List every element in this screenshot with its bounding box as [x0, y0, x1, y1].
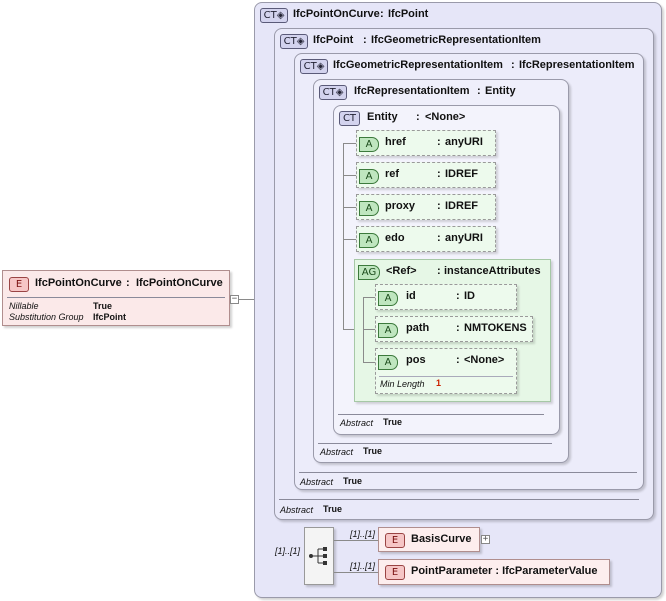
attribute-type: NMTOKENS	[464, 322, 527, 334]
type-base: <None>	[425, 111, 466, 123]
element-basiscurve[interactable]: E BasisCurve	[378, 527, 480, 552]
abstract-label: Abstract	[320, 447, 354, 457]
abstract-label: Abstract	[300, 477, 334, 487]
abstract-value: True	[383, 417, 403, 427]
attribute-proxy[interactable]: A proxy : IDREF	[356, 194, 496, 220]
type-base: IfcGeometricRepresentationItem	[371, 34, 541, 46]
complex-type-badge: CT◈	[300, 59, 328, 74]
substitution-group-value: IfcPoint	[93, 312, 126, 322]
complex-type-badge: CT◈	[319, 85, 347, 100]
abstract-label: Abstract	[280, 505, 314, 515]
substitution-group-label: Substitution Group	[9, 312, 84, 322]
attribute-group-type: instanceAttributes	[444, 265, 541, 277]
attribute-href[interactable]: A href : anyURI	[356, 130, 496, 156]
type-name: Entity	[367, 111, 398, 123]
attribute-name: edo	[385, 232, 405, 244]
abstract-value: True	[323, 504, 343, 514]
expand-icon[interactable]: +	[481, 534, 490, 544]
attribute-type: IDREF	[445, 200, 478, 212]
sequence-compositor[interactable]	[304, 527, 334, 585]
root-element-type: IfcPointOnCurve	[136, 277, 223, 289]
attribute-badge: A	[378, 355, 398, 370]
attribute-name: path	[406, 322, 430, 334]
attribute-type: ID	[464, 290, 475, 302]
attribute-group-name: <Ref>	[386, 265, 417, 277]
nillable-label: Nillable	[9, 301, 39, 311]
root-element-divider	[7, 297, 225, 298]
attribute-name: href	[385, 136, 406, 148]
attribute-group-badge: AG	[358, 265, 380, 280]
type-base: Entity	[485, 85, 516, 97]
attribute-path[interactable]: A path : NMTOKENS	[375, 316, 533, 342]
root-element-box[interactable]: E IfcPointOnCurve : IfcPointOnCurve Nill…	[2, 270, 230, 326]
type-name: IfcGeometricRepresentationItem	[333, 59, 503, 71]
attribute-name: pos	[406, 354, 426, 366]
element-name: BasisCurve	[411, 533, 472, 545]
complex-type-badge: CT	[339, 111, 360, 126]
attribute-edo[interactable]: A edo : anyURI	[356, 226, 496, 252]
attribute-name: ref	[385, 168, 400, 180]
attribute-name: id	[406, 290, 416, 302]
attribute-type: anyURI	[445, 232, 483, 244]
attribute-badge: A	[359, 169, 379, 184]
attribute-id[interactable]: A id : ID	[375, 284, 517, 310]
element-badge: E	[9, 277, 29, 292]
attribute-badge: A	[378, 323, 398, 338]
connector	[239, 299, 265, 300]
type-name: IfcRepresentationItem	[354, 85, 470, 97]
abstract-value: True	[343, 476, 363, 486]
attribute-pos[interactable]: A pos : <None> Min Length 1	[375, 348, 517, 394]
complex-type-badge: CT◈	[260, 8, 288, 23]
element-badge: E	[385, 565, 405, 580]
attribute-type: IDREF	[445, 168, 478, 180]
attribute-type: <None>	[464, 354, 505, 366]
child-multiplicity: [1]..[1]	[350, 561, 376, 571]
attribute-badge: A	[359, 233, 379, 248]
type-base: IfcRepresentationItem	[519, 59, 635, 71]
element-badge: E	[385, 533, 405, 548]
sequence-icon	[309, 547, 327, 565]
complex-type-badge: CT◈	[280, 34, 308, 49]
attribute-badge: A	[359, 137, 379, 152]
type-name: IfcPointOnCurve	[293, 8, 380, 20]
type-name: IfcPoint	[313, 34, 354, 46]
collapse-icon[interactable]: −	[230, 294, 239, 304]
attribute-type: anyURI	[445, 136, 483, 148]
attribute-badge: A	[378, 291, 398, 306]
nillable-value: True	[93, 301, 113, 311]
attribute-badge: A	[359, 201, 379, 216]
sequence-multiplicity: [1]..[1]	[275, 546, 301, 556]
type-base: IfcPoint	[388, 8, 429, 20]
root-element-name: IfcPointOnCurve	[35, 277, 122, 289]
facet-value: 1	[436, 378, 442, 388]
attribute-name: proxy	[385, 200, 415, 212]
element-pointparameter[interactable]: E PointParameter : IfcParameterValue	[378, 559, 610, 585]
facet-label: Min Length	[380, 379, 425, 389]
attribute-ref[interactable]: A ref : IDREF	[356, 162, 496, 188]
abstract-value: True	[363, 446, 383, 456]
abstract-label: Abstract	[340, 418, 374, 428]
element-name: PointParameter : IfcParameterValue	[411, 565, 598, 577]
child-multiplicity: [1]..[1]	[350, 529, 376, 539]
